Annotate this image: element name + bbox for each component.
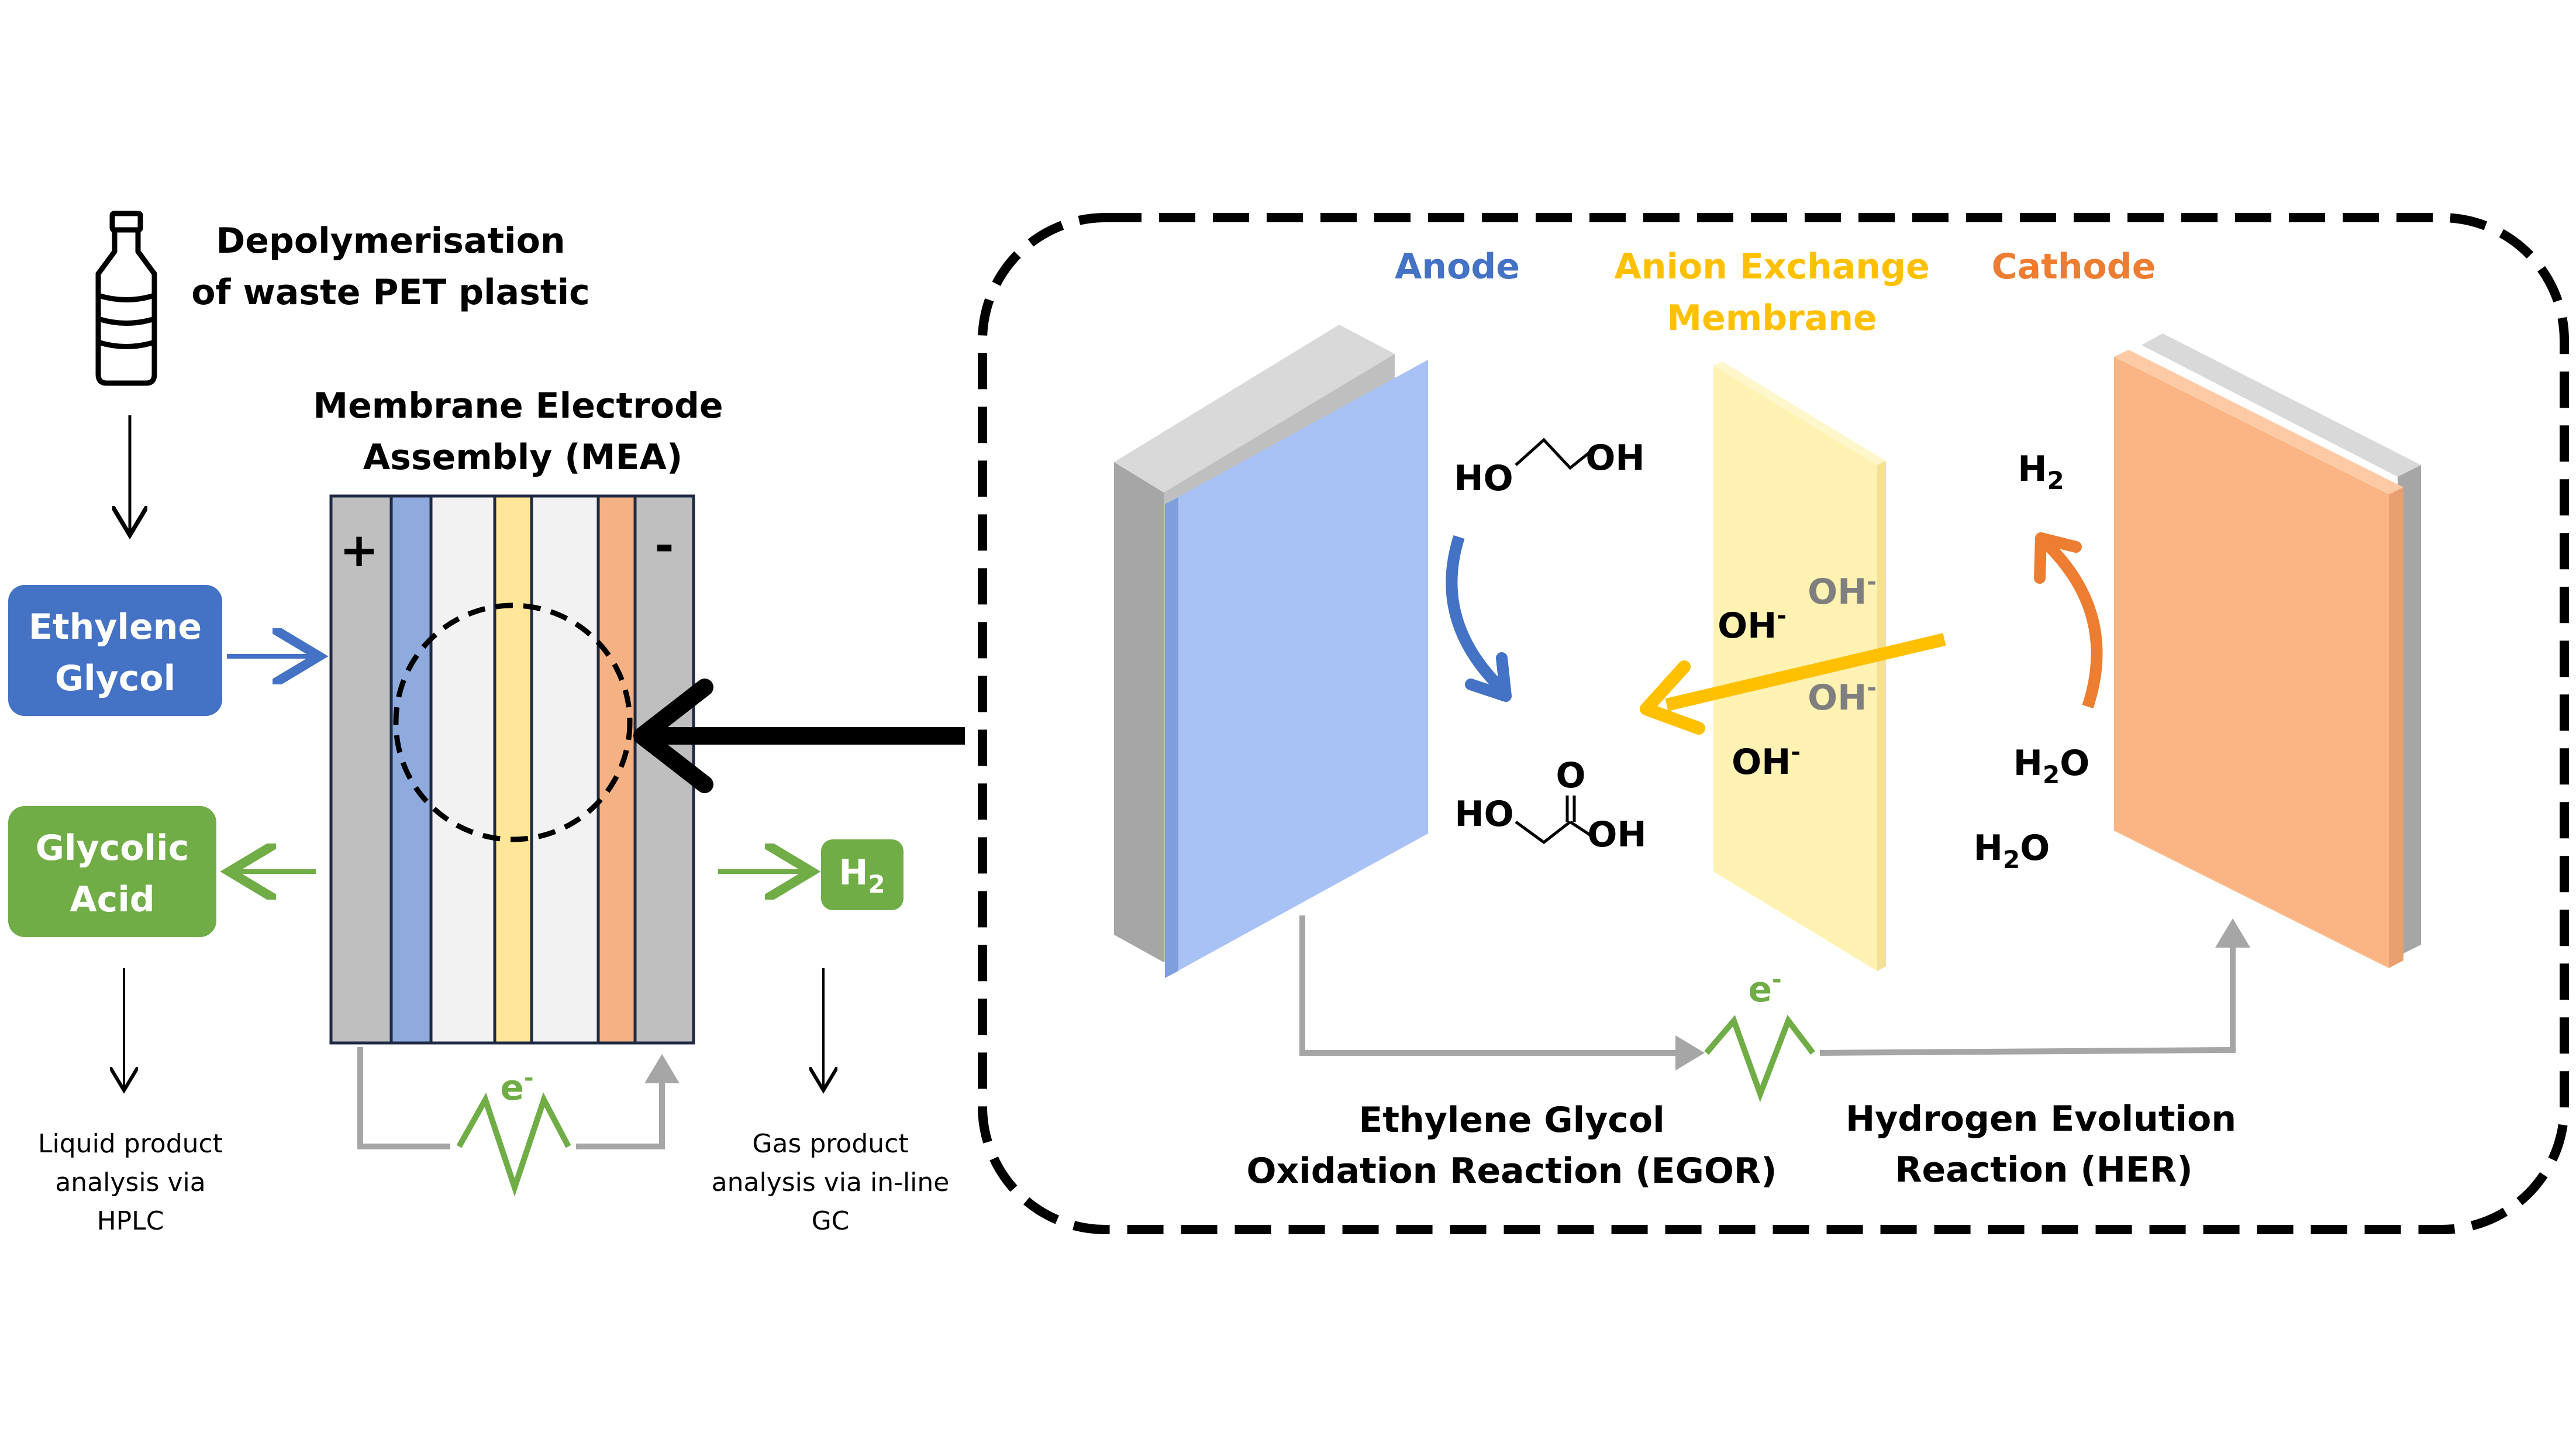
egor-label-line2: Oxidation Reaction (EGOR) (1246, 1151, 1777, 1192)
zoom-link-arrow (633, 679, 965, 793)
anode-assembly (1114, 325, 1428, 978)
mea-anode-layer (389, 494, 433, 1045)
mea-gdl-right (530, 494, 600, 1045)
ga-oh-label: OH (1587, 814, 1646, 855)
cathode-label: Cathode (1992, 246, 2156, 287)
gas-analysis-line2: analysis via in-line (712, 1168, 950, 1197)
ga-ho-label: HO (1454, 794, 1513, 835)
pet-title-line2: of waste PET plastic (191, 272, 589, 313)
cell-external-circuit (1299, 915, 2250, 1103)
eg-ho-label: HO (1454, 458, 1513, 499)
zoom-detail-frame (978, 213, 2569, 1234)
liquid-analysis-line2: analysis via (55, 1168, 205, 1197)
oh-ion-2: OH- (1718, 602, 1787, 646)
membrane-label-line2: Membrane (1667, 298, 1877, 339)
egor-label-line1: Ethylene Glycol (1358, 1100, 1664, 1141)
membrane-label-line1: Anion Exchange (1614, 246, 1929, 287)
mea-external-circuit (357, 1047, 680, 1197)
liquid-analysis-line3: HPLC (97, 1206, 164, 1236)
mea-stack (329, 494, 695, 1045)
glycolic-acid-box-line1: Glycolic (36, 828, 189, 869)
hydroxide-transport-arrow (1640, 633, 1946, 735)
oh-ion-4: OH- (1732, 739, 1801, 783)
ethylene-glycol-box (8, 585, 222, 716)
anode-electrode (1165, 360, 1428, 978)
mea-minus-sign: - (654, 518, 674, 573)
mea-gdl-left (429, 494, 496, 1045)
ethylene-glycol-box-line2: Glycol (55, 658, 175, 699)
cathode-electrode (2114, 357, 2389, 968)
her-label-line1: Hydrogen Evolution (1846, 1099, 2236, 1139)
mea-zoom-circle (393, 602, 633, 842)
ga-o-label: O (1556, 755, 1585, 796)
cathode-h2-label: H2 (2018, 449, 2064, 495)
ethylene-glycol-box-line1: Ethylene (29, 607, 202, 648)
reduction-arrow (2034, 532, 2103, 709)
cathode-assembly (2114, 333, 2421, 968)
mea-anode-plate (329, 494, 393, 1045)
her-label-line2: Reaction (HER) (1895, 1149, 2192, 1190)
anode-label: Anode (1395, 246, 1520, 287)
gas-analysis-line1: Gas product (752, 1129, 908, 1159)
pet-bottle-icon (95, 211, 157, 386)
mea-title-line2: Assembly (MEA) (363, 437, 683, 478)
eg-oh-label: OH (1585, 438, 1644, 478)
mea-cathode-layer (596, 494, 637, 1045)
pet-title-line1: Depolymerisation (216, 221, 565, 261)
water-label-2: H2O (1974, 828, 2050, 874)
h2-box-label: H2 (839, 852, 885, 898)
h2-box (821, 839, 904, 910)
ethylene-glycol-molecule: HO OH (1454, 438, 1644, 499)
oh-ion-1: OH- (1808, 569, 1877, 612)
glycolic-acid-molecule: O HO OH (1454, 755, 1646, 855)
liquid-analysis-line1: Liquid product (38, 1129, 223, 1159)
oh-ion-3: OH- (1808, 674, 1877, 718)
membrane-sheet (1713, 361, 1886, 971)
mea-membrane-layer (493, 494, 533, 1045)
cell-electron-label: e- (1748, 966, 1781, 1010)
mea-title-line1: Membrane Electrode (313, 385, 723, 426)
mea-electron-label: e- (500, 1065, 533, 1108)
gas-analysis-line3: GC (812, 1206, 850, 1236)
mea-plus-sign: + (339, 523, 378, 577)
glycolic-acid-box (8, 806, 216, 937)
cell-resistor-icon (1704, 1014, 1815, 1103)
mea-resistor-icon (456, 1092, 571, 1197)
glycolic-acid-box-line2: Acid (70, 879, 155, 920)
water-label-1: H2O (2013, 743, 2089, 789)
oxidation-arrow (1446, 535, 1512, 702)
